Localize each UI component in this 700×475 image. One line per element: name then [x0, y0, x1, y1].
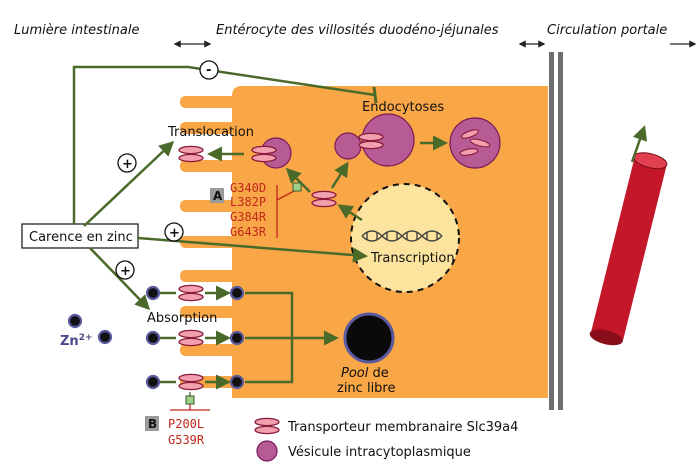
- activate-sign-1: +: [122, 157, 133, 172]
- mutation-a-item-0: G340D: [230, 181, 266, 195]
- zinc-ion: [229, 330, 245, 346]
- degraded-transporter-fragments: [459, 129, 491, 156]
- transcription-label: Transcription: [370, 251, 455, 266]
- lumen-zinc-ion-1: [67, 313, 83, 329]
- absorption-label: Absorption: [147, 311, 217, 326]
- header-lumen: Lumière intestinale: [14, 23, 139, 38]
- mutation-a-item-1: L382P: [230, 195, 266, 209]
- mutation-b-item-0: P200L: [168, 417, 204, 431]
- header-enterocyte: Entérocyte des villosités duodéno-jéjuna…: [216, 23, 499, 38]
- mutation-b-tag-label: B: [148, 417, 157, 431]
- endocytosis-label: Endocytoses: [362, 100, 444, 115]
- endocytosis-vesicle-small: [334, 132, 362, 160]
- mutation-a-tag-label: A: [213, 189, 223, 203]
- header-band: Lumière intestinale Entérocyte des villo…: [14, 23, 697, 48]
- legend-transporter-label: Transporteur membranaire Slc39a4: [287, 420, 518, 435]
- pool-label-line2: zinc libre: [337, 381, 396, 396]
- zinc-ion: [145, 285, 161, 301]
- zinc-ion: [229, 285, 245, 301]
- legend-box: [243, 415, 543, 467]
- activation-translocation: [83, 140, 175, 227]
- activate-sign-circle-2: [164, 222, 184, 242]
- legend-vesicle-label: Vésicule intracytoplasmique: [288, 445, 471, 460]
- zinc-ion: [229, 374, 245, 390]
- mutation-b-marker: [185, 395, 195, 405]
- mutation-a-item-2: G384R: [230, 210, 267, 224]
- zinc-ion-label: Zn2+: [60, 333, 93, 349]
- mutation-b-tag: [145, 416, 159, 431]
- arrow-transporter-to-endocytosis: [330, 161, 349, 189]
- mutation-b-item-1: G539R: [168, 433, 205, 447]
- activate-sign-3: +: [120, 264, 131, 279]
- lumen-zinc-ion-2: [97, 329, 113, 345]
- inhibition-bar: [372, 86, 378, 104]
- zinc-ion-label-base: Zn: [60, 334, 79, 349]
- absorption-transporter: [178, 284, 204, 302]
- absorption-row-2: [145, 329, 245, 347]
- pool-label-italic: Pool: [341, 366, 369, 381]
- mutation-a-connector: [276, 189, 297, 201]
- zinc-ion: [145, 374, 161, 390]
- pool-label: Pool de: [341, 366, 389, 381]
- mutation-a-tag: [210, 188, 224, 203]
- activate-sign-circle-3: [115, 260, 135, 280]
- legend-vesicle-icon: [256, 440, 278, 462]
- portal-vessel: [589, 152, 668, 346]
- absorption-row-3: [145, 373, 245, 391]
- basolateral-membrane-bar-2: [558, 52, 563, 410]
- inhibit-sign: -: [206, 63, 211, 78]
- absorption-row-1: [145, 284, 245, 302]
- basolateral-membrane-bar-1: [549, 52, 554, 410]
- dna-helix-icon: [361, 230, 443, 242]
- zinc-ion: [145, 330, 161, 346]
- inhibition-path: [72, 65, 376, 224]
- header-portal: Circulation portale: [547, 23, 667, 38]
- arrow-transporter-to-vesicle: [285, 167, 311, 193]
- absorption-transporter: [178, 329, 204, 347]
- portal-exit-arrow: [630, 125, 648, 163]
- translocated-transporter: [178, 145, 204, 163]
- mutation-a-item-3: G643R: [230, 225, 267, 239]
- inhibit-sign-circle: [199, 60, 219, 80]
- deficiency-label: Carence en zinc: [29, 230, 133, 245]
- arrow-nucleus-to-transporter: [337, 204, 363, 222]
- activate-sign-2: +: [169, 226, 180, 241]
- zinc-ion-label-charge: 2+: [79, 333, 93, 343]
- activate-sign-circle-1: [117, 153, 137, 173]
- deficiency-box: [21, 223, 139, 249]
- translocation-label: Translocation: [167, 125, 254, 140]
- pool-label-rest: de: [368, 366, 388, 381]
- mutation-a-marker: [292, 182, 302, 192]
- free-zinc-pool: [343, 312, 395, 364]
- activation-absorption: [89, 247, 151, 311]
